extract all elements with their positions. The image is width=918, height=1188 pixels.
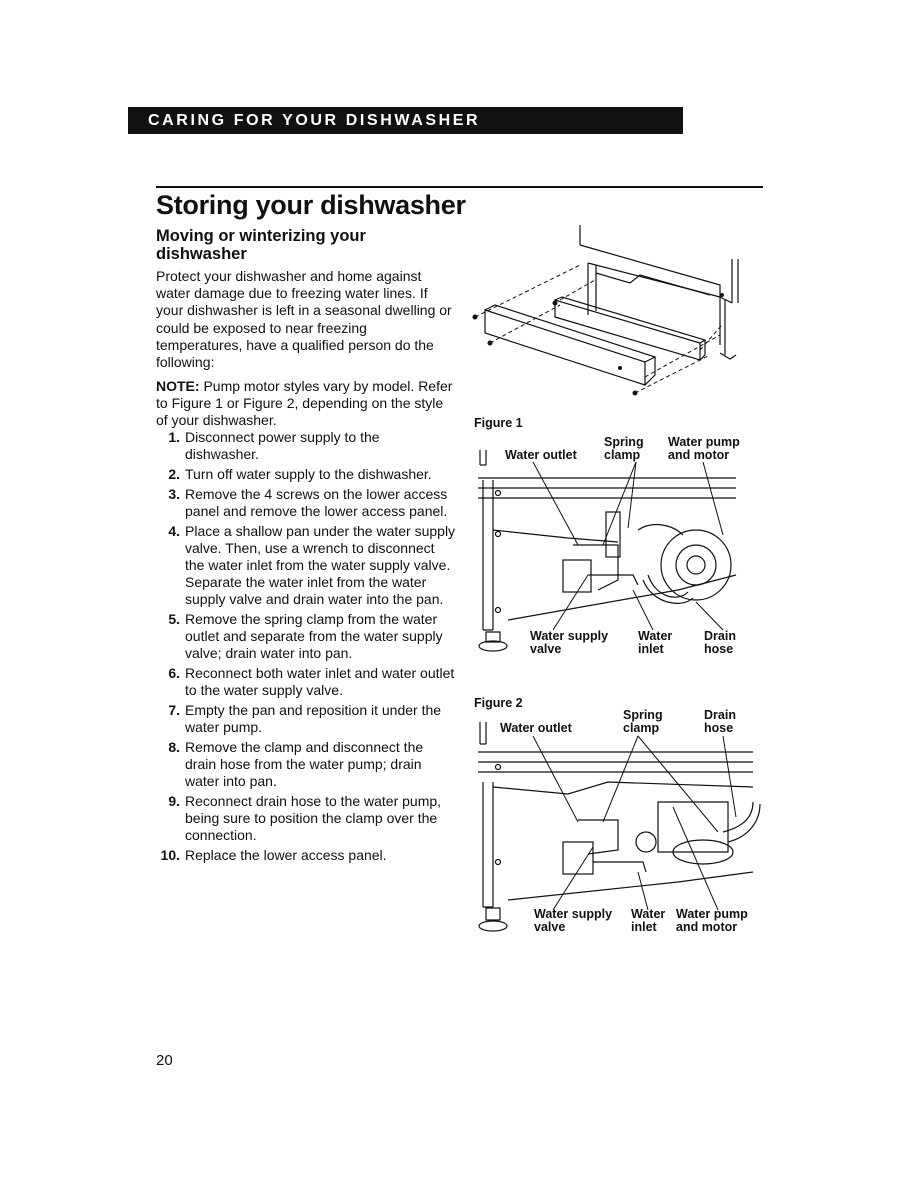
fig2-water-outlet-label: Water outlet <box>500 721 572 735</box>
step-number: 9. <box>168 793 180 810</box>
figure-2-illustration <box>478 722 761 932</box>
section-subtitle: Moving or winterizing your dishwasher <box>156 227 366 263</box>
page-number: 20 <box>156 1052 173 1069</box>
fig1-water-supply-label: Water supply valve <box>530 629 609 656</box>
fig1-water-outlet-label: Water outlet <box>505 448 577 462</box>
fig1-water-inlet-label: Water inlet <box>638 629 673 656</box>
list-item: 1. Disconnect power supply to the dishwas… <box>156 429 456 463</box>
fig2-water-supply-label: Water supply valve <box>534 907 613 934</box>
list-item: 8. Remove the clamp and disconnect the dr… <box>156 739 456 791</box>
step-number: 8. <box>168 738 180 755</box>
step-number: 2. <box>168 465 180 482</box>
step-number: 3. <box>168 485 180 502</box>
list-item: 5. Remove the spring clamp from the water… <box>156 611 456 663</box>
list-item: 10. Replace the lower access panel. <box>156 847 456 864</box>
step-text: Reconnect both water inlet and water out… <box>185 665 455 699</box>
step-number: 10. <box>160 847 180 864</box>
step-number: 6. <box>168 665 180 682</box>
steps-list: 1. Disconnect power supply to the dishwas… <box>156 429 456 867</box>
step-number: 7. <box>168 702 180 719</box>
fig2-water-inlet-label: Water inlet <box>631 907 666 934</box>
fig1-water-pump-label: Water pump and motor <box>668 435 740 462</box>
list-item: 4. Place a shallow pan under the water su… <box>156 523 456 609</box>
step-text: Disconnect power supply to the dishwashe… <box>185 429 380 463</box>
note-label: NOTE: <box>156 378 200 394</box>
step-text: Place a shallow pan under the water supp… <box>185 522 456 608</box>
figure-1-illustration <box>478 450 737 652</box>
list-item: 3. Remove the 4 screws on the lower acces… <box>156 486 456 520</box>
fig1-spring-clamp-label: Spring clamp <box>604 435 644 462</box>
title-rule <box>156 186 763 188</box>
list-item: 9. Reconnect drain hose to the water pump… <box>156 793 456 845</box>
fig1-drain-hose-label: Drain hose <box>704 629 736 656</box>
step-text: Turn off water supply to the dishwasher. <box>185 465 432 482</box>
note-paragraph: NOTE: Pump motor styles vary by model. R… <box>156 378 456 430</box>
figure-2-label: Figure 2 <box>474 696 523 710</box>
step-text: Reconnect drain hose to the water pump, … <box>185 793 442 844</box>
figure-1-label: Figure 1 <box>474 416 523 430</box>
section-banner: CARING FOR YOUR DISHWASHER <box>128 107 683 134</box>
list-item: 2. Turn off water supply to the dishwashe… <box>156 466 456 483</box>
step-number: 4. <box>168 522 180 539</box>
fig2-water-pump-label: Water pump and motor <box>676 907 748 934</box>
step-text: Remove the spring clamp from the water o… <box>185 611 443 662</box>
list-item: 7. Empty the pan and reposition it under … <box>156 702 456 736</box>
list-item: 6. Reconnect both water inlet and water o… <box>156 665 456 699</box>
note-text: Pump motor styles vary by model. Refer t… <box>156 378 453 429</box>
step-text: Remove the 4 screws on the lower access … <box>185 485 448 519</box>
step-number: 5. <box>168 611 180 628</box>
page-title: Storing your dishwasher <box>156 190 466 220</box>
intro-paragraph: Protect your dishwasher and home against… <box>156 268 452 371</box>
step-number: 1. <box>168 429 180 445</box>
step-text: Replace the lower access panel. <box>185 847 387 864</box>
fig2-spring-clamp-label: Spring clamp <box>623 708 663 735</box>
fig2-drain-hose-label: Drain hose <box>704 708 736 735</box>
step-text: Remove the clamp and disconnect the drai… <box>185 738 424 790</box>
step-text: Empty the pan and reposition it under th… <box>185 702 442 736</box>
access-panel-illustration <box>472 225 739 396</box>
